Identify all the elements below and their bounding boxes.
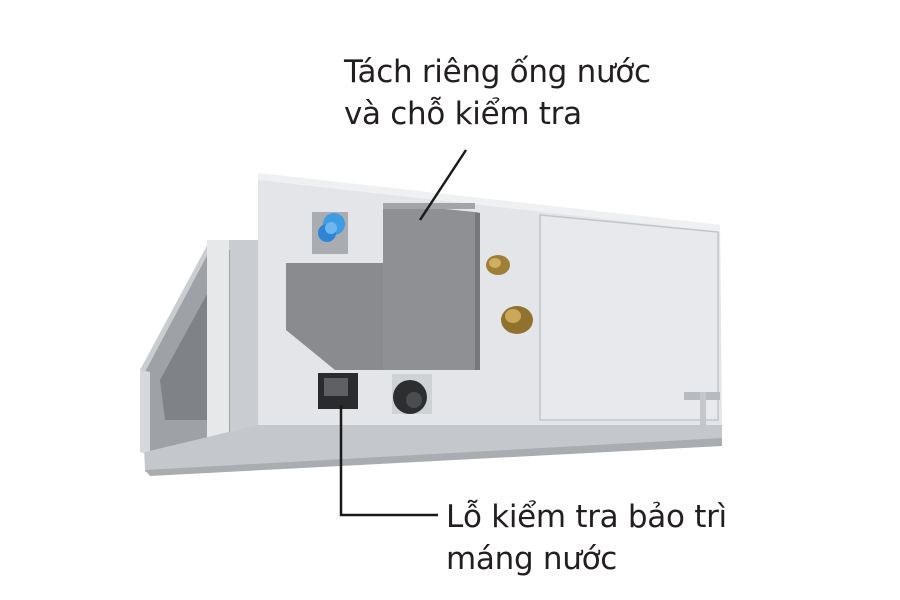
callout-top-line-1: Tách riêng ống nước xyxy=(344,54,651,90)
inspection-port xyxy=(318,373,358,409)
unit-left-side xyxy=(140,240,262,470)
callout-piping-separation: Tách riêng ống nước và chỗ kiểm tra xyxy=(344,51,651,135)
mounting-bracket xyxy=(684,392,720,426)
callout-top-line-2: và chỗ kiểm tra xyxy=(344,96,582,132)
leader-line-bottom xyxy=(339,405,438,517)
callout-bottom-line-2: máng nước xyxy=(446,541,617,577)
leader-line-top xyxy=(418,149,468,221)
callout-bottom-line-1: Lỗ kiểm tra bảo trì xyxy=(446,499,727,535)
drain-outlet xyxy=(392,374,432,414)
refrigerant-pipe-fittings xyxy=(486,255,533,334)
drain-plug-icon xyxy=(312,212,348,254)
callout-drain-inspection-port: Lỗ kiểm tra bảo trì máng nước xyxy=(446,496,727,580)
